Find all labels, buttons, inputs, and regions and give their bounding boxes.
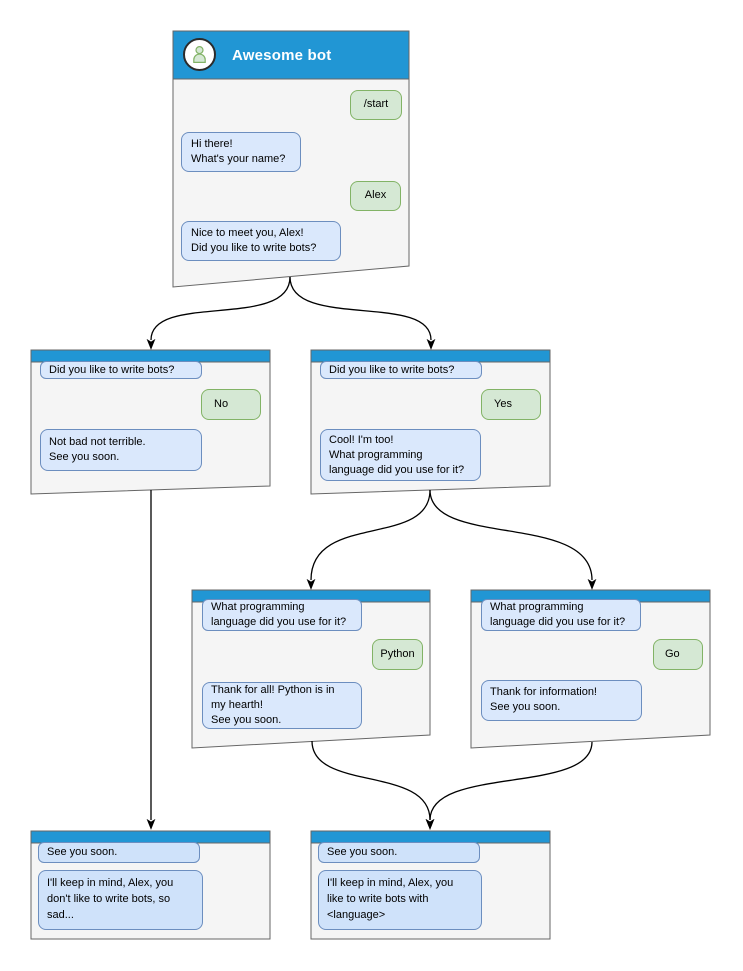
bot-message-greeting: Hi there! What's your name? bbox=[181, 132, 301, 172]
person-icon bbox=[193, 46, 206, 63]
bot-avatar bbox=[183, 38, 216, 71]
bot-message-question-repeat: Did you like to write bots? bbox=[320, 361, 482, 379]
bot-message-language-question: What programming language did you use fo… bbox=[202, 599, 362, 631]
bot-message-question: Nice to meet you, Alex! Did you like to … bbox=[181, 221, 341, 261]
edge-yes-to-go bbox=[429, 489, 597, 590]
bot-reply-yes: Cool! I'm too! What programming language… bbox=[320, 429, 481, 481]
main-chat-header bbox=[172, 30, 410, 80]
user-answer-no: No bbox=[201, 389, 261, 420]
bot-reply-python: Thank for all! Python is in my hearth! S… bbox=[202, 682, 362, 729]
chat-title: Awesome bot bbox=[232, 47, 332, 64]
user-message-name: Alex bbox=[350, 181, 401, 211]
bot-reply-no: Not bad not terrible. See you soon. bbox=[40, 429, 202, 471]
bot-message-goodbye: See you soon. bbox=[38, 842, 200, 863]
edge-go-to-end bbox=[425, 741, 593, 830]
user-answer-yes: Yes bbox=[481, 389, 541, 420]
bot-message-language-question: What programming language did you use fo… bbox=[481, 599, 641, 631]
bot-reply-remember-yes: I'll keep in mind, Alex, you like to wri… bbox=[318, 870, 482, 930]
edge-main-to-no bbox=[146, 276, 291, 350]
user-answer-go: Go bbox=[653, 639, 703, 670]
end-yes-header bbox=[310, 830, 551, 844]
user-message-start: /start bbox=[350, 90, 402, 120]
bot-reply-go: Thank for information! See you soon. bbox=[481, 680, 642, 721]
yes-branch-header bbox=[310, 349, 551, 363]
bot-message-question-repeat: Did you like to write bots? bbox=[40, 361, 202, 379]
edge-python-to-end bbox=[311, 740, 435, 830]
user-answer-python: Python bbox=[372, 639, 423, 670]
edge-yes-to-python bbox=[306, 489, 431, 590]
no-branch-header bbox=[30, 349, 271, 363]
end-no-header bbox=[30, 830, 271, 844]
edge-main-to-yes bbox=[289, 276, 436, 350]
bot-message-goodbye: See you soon. bbox=[318, 842, 480, 863]
bot-reply-remember-no: I'll keep in mind, Alex, you don't like … bbox=[38, 870, 203, 930]
